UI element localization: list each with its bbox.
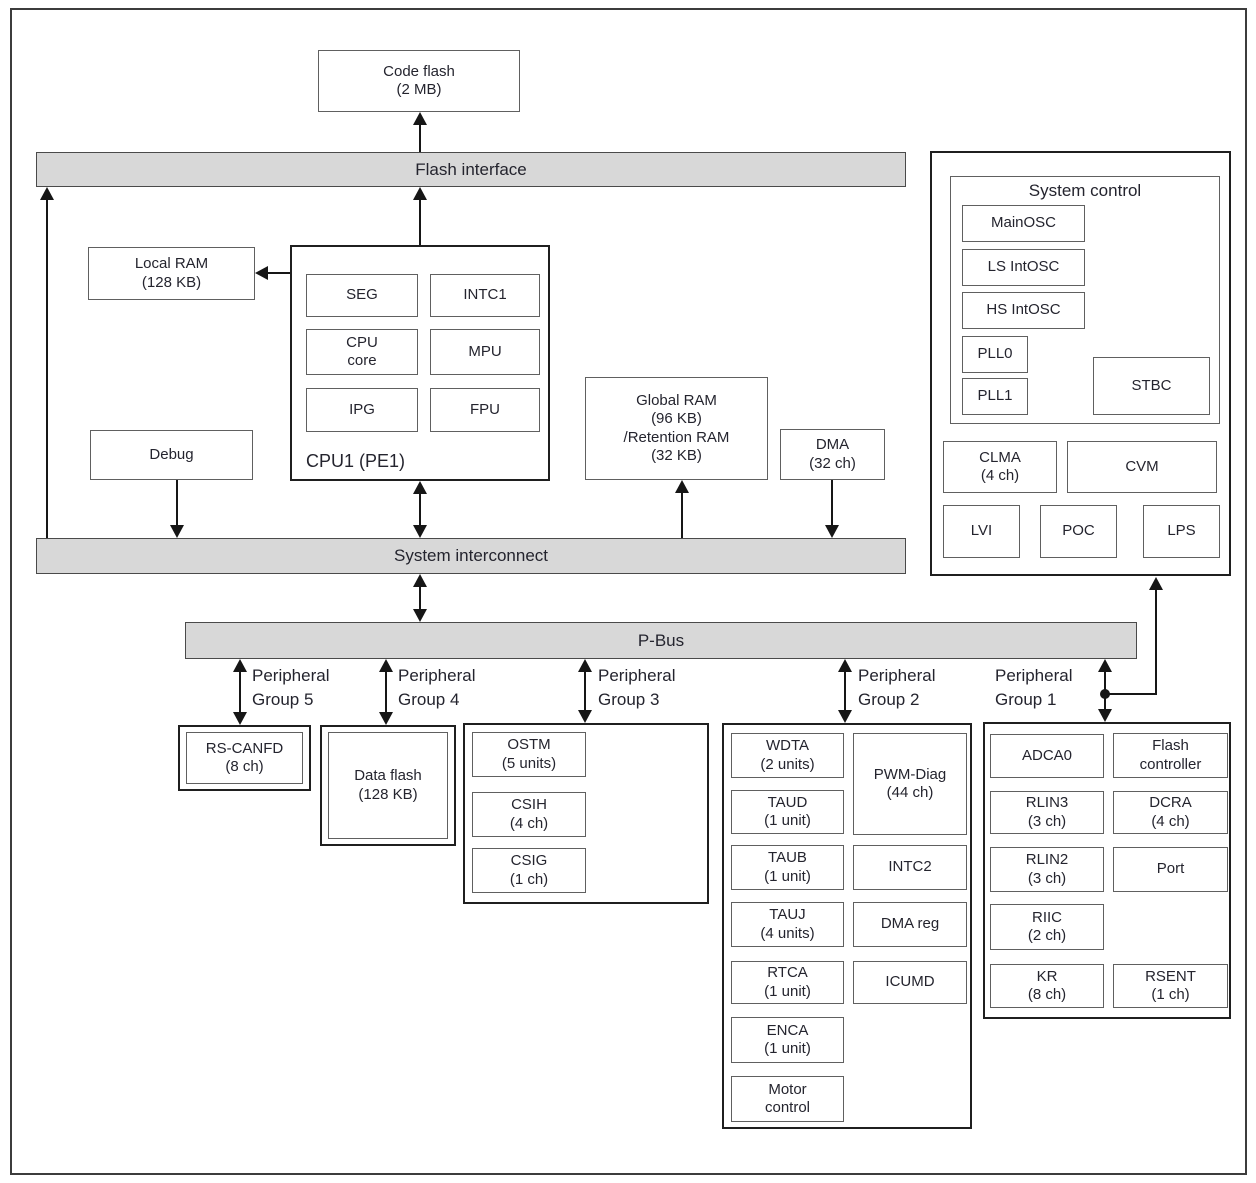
dma-box: DMA (32 ch)	[780, 429, 885, 480]
peripheral-group-1-label: Peripheral Group 1	[995, 666, 1073, 709]
debug-box: Debug	[90, 430, 253, 480]
taud-box: TAUD (1 unit)	[731, 790, 844, 834]
rsent-box: RSENT (1 ch)	[1113, 964, 1228, 1008]
csig-box: CSIG (1 ch)	[472, 848, 586, 893]
local-ram-box: Local RAM (128 KB)	[88, 247, 255, 300]
pll1-box: PLL1	[962, 378, 1028, 415]
mainosc-box: MainOSC	[962, 205, 1085, 242]
arrowhead-up-icon	[1098, 659, 1112, 672]
csih-box: CSIH (4 ch)	[472, 792, 586, 837]
connector-line	[844, 671, 846, 712]
arrowhead-down-icon	[170, 525, 184, 538]
ls-intosc-box: LS IntOSC	[962, 249, 1085, 286]
adca0-box: ADCA0	[990, 734, 1104, 778]
arrowhead-up-icon	[413, 574, 427, 587]
arrowhead-down-icon	[413, 609, 427, 622]
taub-box: TAUB (1 unit)	[731, 845, 844, 890]
diagram-frame	[10, 8, 1247, 1175]
arrowhead-down-icon	[1098, 709, 1112, 722]
arrowhead-up-icon	[379, 659, 393, 672]
arrowhead-down-icon	[413, 525, 427, 538]
connector-line	[176, 480, 178, 527]
code-flash-box: Code flash (2 MB)	[318, 50, 520, 112]
kr-box: KR (8 ch)	[990, 964, 1104, 1008]
riic-box: RIIC (2 ch)	[990, 904, 1104, 950]
wdta-box: WDTA (2 units)	[731, 733, 844, 778]
arrowhead-up-icon	[413, 187, 427, 200]
connector-line	[419, 124, 421, 152]
dma-reg-box: DMA reg	[853, 902, 967, 947]
connector-line	[267, 272, 290, 274]
rlin3-box: RLIN3 (3 ch)	[990, 791, 1104, 834]
peripheral-group-3-label: Peripheral Group 3	[598, 666, 676, 709]
seg-box: SEG	[306, 274, 418, 317]
connector-line	[239, 671, 241, 712]
peripheral-group-4-label: Peripheral Group 4	[398, 666, 476, 709]
arrowhead-left-icon	[255, 266, 268, 280]
port-box: Port	[1113, 847, 1228, 892]
arrowhead-up-icon	[40, 187, 54, 200]
arrowhead-down-icon	[578, 710, 592, 723]
system-interconnect-bus: System interconnect	[36, 538, 906, 574]
connector-line	[419, 586, 421, 611]
arrowhead-up-icon	[578, 659, 592, 672]
hs-intosc-box: HS IntOSC	[962, 292, 1085, 329]
connector-line	[681, 492, 683, 538]
arrowhead-down-icon	[825, 525, 839, 538]
motor-control-box: Motor control	[731, 1076, 844, 1122]
rtca-box: RTCA (1 unit)	[731, 961, 844, 1004]
global-ram-box: Global RAM (96 KB) /Retention RAM (32 KB…	[585, 377, 768, 480]
arrowhead-down-icon	[379, 712, 393, 725]
cvm-box: CVM	[1067, 441, 1217, 493]
icumd-box: ICUMD	[853, 961, 967, 1004]
connector-line	[1155, 589, 1157, 695]
rlin2-box: RLIN2 (3 ch)	[990, 847, 1104, 892]
enca-box: ENCA (1 unit)	[731, 1017, 844, 1063]
mpu-box: MPU	[430, 329, 540, 375]
poc-box: POC	[1040, 505, 1117, 558]
connector-line	[385, 671, 387, 712]
peripheral-group-2-label: Peripheral Group 2	[858, 666, 936, 709]
connector-line	[46, 199, 48, 538]
p-bus: P-Bus	[185, 622, 1137, 659]
system-control-title: System control	[1028, 181, 1142, 200]
clma-box: CLMA (4 ch)	[943, 441, 1057, 493]
fpu-box: FPU	[430, 388, 540, 432]
rs-canfd-box: RS-CANFD (8 ch)	[186, 732, 303, 784]
arrowhead-down-icon	[233, 712, 247, 725]
connector-line	[419, 492, 421, 527]
stbc-box: STBC	[1093, 357, 1210, 415]
connector-line	[584, 671, 586, 712]
pwm-diag-box: PWM-Diag (44 ch)	[853, 733, 967, 835]
peripheral-group-5-label: Peripheral Group 5	[252, 666, 330, 709]
arrowhead-up-icon	[413, 112, 427, 125]
intc2-box: INTC2	[853, 845, 967, 890]
connector-line	[831, 480, 833, 526]
ostm-box: OSTM (5 units)	[472, 732, 586, 777]
connector-line	[419, 199, 421, 245]
arrowhead-up-icon	[1149, 577, 1163, 590]
cpu1-block: SEG INTC1 CPU core MPU IPG FPU CPU1 (PE1…	[290, 245, 550, 481]
flash-controller-box: Flash controller	[1113, 733, 1228, 778]
lps-box: LPS	[1143, 505, 1220, 558]
tauj-box: TAUJ (4 units)	[731, 902, 844, 947]
cpu1-label: CPU1 (PE1)	[306, 451, 406, 471]
arrowhead-down-icon	[838, 710, 852, 723]
ipg-box: IPG	[306, 388, 418, 432]
cpu-core-box: CPU core	[306, 329, 418, 375]
intc1-box: INTC1	[430, 274, 540, 317]
arrowhead-up-icon	[233, 659, 247, 672]
lvi-box: LVI	[943, 505, 1020, 558]
arrowhead-up-icon	[413, 481, 427, 494]
data-flash-box: Data flash (128 KB)	[328, 732, 448, 839]
pll0-box: PLL0	[962, 336, 1028, 373]
flash-interface-bus: Flash interface	[36, 152, 906, 187]
connector-line	[1105, 693, 1157, 695]
arrowhead-up-icon	[838, 659, 852, 672]
arrowhead-up-icon	[675, 480, 689, 493]
dcra-box: DCRA (4 ch)	[1113, 791, 1228, 834]
